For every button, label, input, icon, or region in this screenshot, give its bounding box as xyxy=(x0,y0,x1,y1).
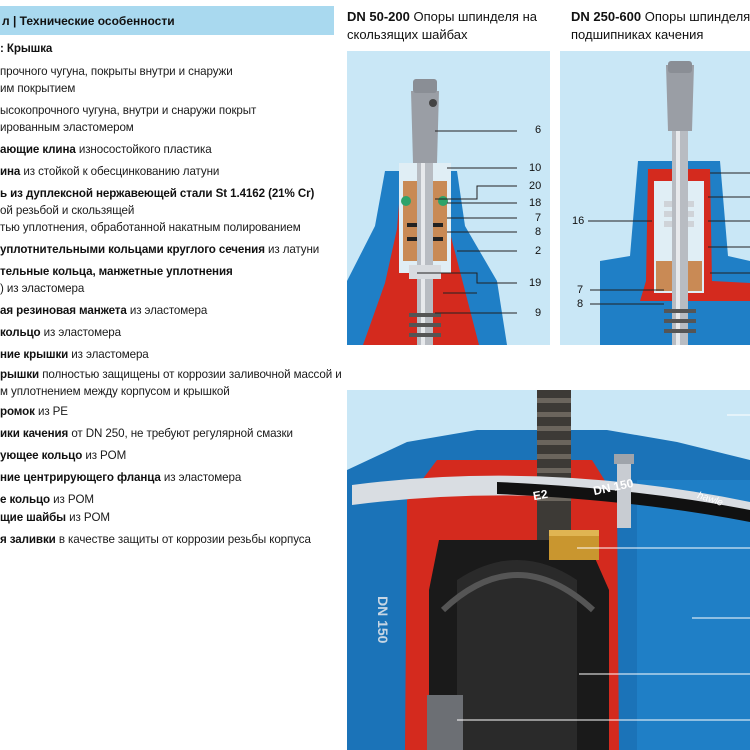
feature-line: ой резьбой и скользящей xyxy=(0,204,135,217)
feature-line: ь из дуплексной нержавеющей стали St 1.4… xyxy=(0,187,315,200)
cutaway-dn250-600-illustration: 16 7 8 xyxy=(560,51,750,345)
feature-line: ) из эластомера xyxy=(0,282,85,295)
callout-label: 20 xyxy=(529,180,542,192)
feature-line: щие шайбы из POM xyxy=(0,511,110,524)
feature-line: ние центрирующего фланца из эластомера xyxy=(0,471,242,484)
feature-line: рышки полностью защищены от коррозии зал… xyxy=(0,368,342,381)
feature-line: : Крышка xyxy=(0,42,53,55)
cutaway-dn50-200-illustration: 6 10 20 18 7 8 2 19 9 xyxy=(347,51,550,345)
feature-line: ысокопрочного чугуна, внутри и снаружи п… xyxy=(0,104,257,117)
feature-line: уплотнительными кольцами круглого сечени… xyxy=(0,243,320,256)
feature-line: м уплотнением между корпусом и крышкой xyxy=(0,385,230,398)
callout-label: 18 xyxy=(529,197,542,209)
valve-casting-marking: DN 150 xyxy=(375,596,391,644)
feature-line: ина из стойкой к обесцинкованию латуни xyxy=(0,165,220,178)
features-header: л | Технические особенности xyxy=(0,6,334,35)
feature-line: ированным эластомером xyxy=(0,121,134,134)
feature-line: тельные кольца, манжетные уплотнения xyxy=(0,265,233,278)
valve-band-code: E2 xyxy=(531,486,549,504)
feature-line: кольцо из эластомера xyxy=(0,326,121,339)
callout-label: 19 xyxy=(529,277,542,289)
feature-line: тью уплотнения, обработанной накатным по… xyxy=(0,221,301,234)
feature-line: е кольцо из POM xyxy=(0,493,94,506)
callout-label: 16 xyxy=(572,215,585,227)
feature-line: ующее кольцо из POM xyxy=(0,449,127,462)
feature-line: ромок из PE xyxy=(0,405,68,418)
callout-label: 7 xyxy=(577,284,584,296)
feature-line: прочного чугуна, покрыты внутри и снаруж… xyxy=(0,65,233,78)
callout-label: 7 xyxy=(535,212,542,224)
callout-label: 9 xyxy=(535,307,542,319)
callout-label: 8 xyxy=(577,298,584,310)
callout-label: 2 xyxy=(535,245,542,257)
callout-label: 10 xyxy=(529,162,542,174)
callout-label: 6 xyxy=(535,124,542,136)
callout-label: 8 xyxy=(535,226,542,238)
feature-line: ние крышки из эластомера xyxy=(0,348,149,361)
feature-line: им покрытием xyxy=(0,82,76,95)
gate-valve-photo: DN 150 E2 DN 150 hawle xyxy=(347,390,750,750)
feature-line: ая резиновая манжета из эластомера xyxy=(0,304,208,317)
feature-line: я заливки в качестве защиты от коррозии … xyxy=(0,533,311,546)
feature-line: ики качения от DN 250, не требуют регуля… xyxy=(0,427,293,440)
feature-line: ающие клина износостойкого пластика xyxy=(0,143,212,156)
